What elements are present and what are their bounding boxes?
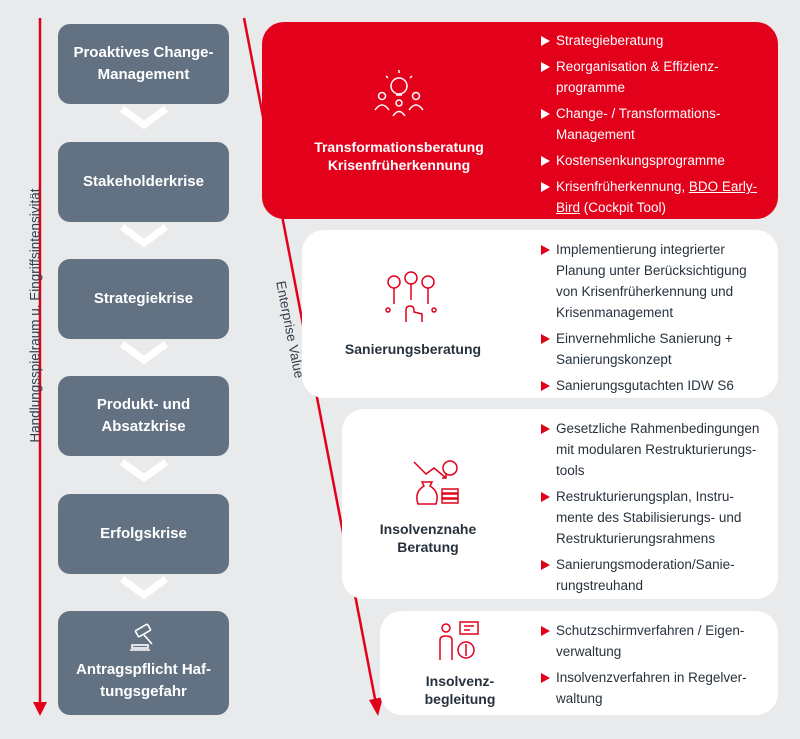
list-item: Change- / Transformations-Management [540, 103, 776, 145]
chevron-down-icon [119, 459, 169, 483]
card-title-insolvency-support: Insolvenz- begleitung [424, 673, 496, 707]
lightbulb-team-icon [374, 70, 424, 117]
card-title-pre-insolvency: Insolvenznahe Beratung [379, 521, 477, 555]
list-item: Einvernehmliche Sanierung +Sanierungskon… [540, 328, 776, 370]
list-item: Sanierungsgutachten IDW S6 [540, 375, 776, 396]
stage-proactive-change: Proaktives Change- Management [58, 24, 229, 104]
network-hand-icon [385, 271, 437, 322]
list-item: Sanierungsmoderation/Sanie-rungstreuhand [540, 554, 776, 596]
list-item: Restrukturierungsplan, Instru-mente des … [540, 486, 776, 549]
left-axis-arrow [33, 18, 47, 716]
stage-stakeholder-crisis: Stakeholderkrise [58, 142, 229, 222]
money-decline-icon [413, 460, 459, 505]
chevron-down-icon [119, 106, 169, 130]
stage-filing-obligation: Antragspflicht Haf- tungsgefahr [58, 611, 229, 715]
list-item: Kostensenkungsprogramme [540, 150, 776, 171]
left-axis-label: Handlungsspielraum u. Eingriffsintensivi… [27, 188, 43, 443]
list-item: Strategieberatung [540, 30, 776, 51]
list-item: Schutzschirmverfahren / Eigen-verwaltung [540, 620, 776, 662]
list-item: Insolvenzverfahren in Regelver-waltung [540, 667, 776, 709]
stage-product-crisis: Produkt- und Absatzkrise [58, 376, 229, 456]
list-item: Reorganisation & Effizienz-programme [540, 56, 776, 98]
list-item: Krisenfrüherkennung, BDO Early-Bird (Coc… [540, 176, 776, 218]
card-pre-insolvency-consulting [342, 409, 778, 599]
card-insolvency-support [380, 611, 778, 715]
bullets-insolvency-support: Schutzschirmverfahren / Eigen-verwaltung… [540, 620, 776, 714]
person-presentation-icon [439, 621, 479, 660]
card-title-restructuring: Sanierungsberatung [344, 341, 482, 357]
bullets-transformation: Strategieberatung Reorganisation & Effiz… [540, 30, 776, 223]
stage-success-crisis: Erfolgskrise [58, 494, 229, 574]
card-title-transformation: Transformationsberatung Krisenfrüherkenn… [314, 139, 484, 173]
chevron-down-icon [119, 341, 169, 365]
chevron-down-icon [119, 224, 169, 248]
gavel-icon [129, 623, 153, 651]
card-restructuring-consulting [302, 230, 778, 398]
chevron-down-icon [119, 576, 169, 600]
bdo-early-bird-link[interactable]: BDO Early- [688, 179, 758, 194]
stage-strategy-crisis: Strategiekrise [58, 259, 229, 339]
card-transformation-consulting [262, 22, 778, 219]
bdo-early-bird-link[interactable]: Bird [556, 200, 581, 215]
